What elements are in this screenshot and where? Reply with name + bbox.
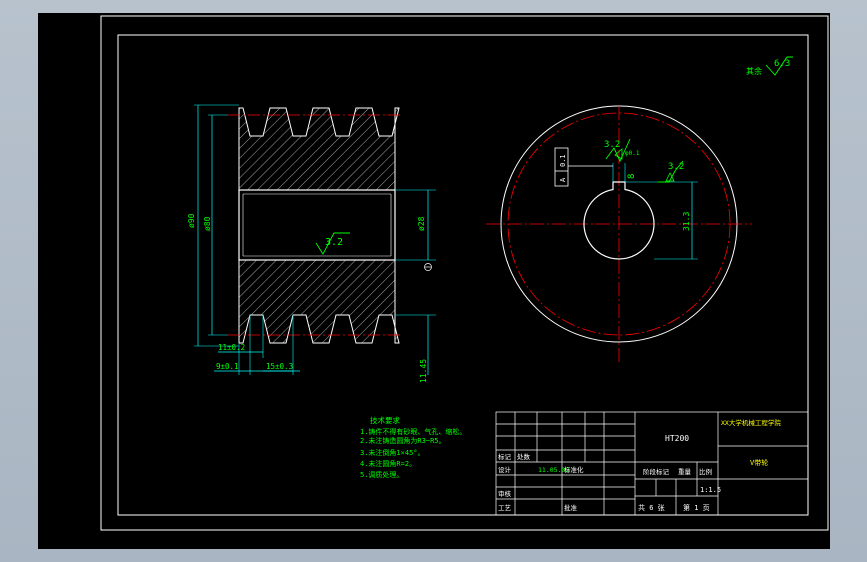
sheet-number-label: 第 1 页: [683, 503, 710, 512]
keyway-roughness-label: 3.2: [668, 162, 684, 172]
pulley-front-view: 31.3 8 0.1 A 3.2 φ0.1 3.2: [486, 105, 752, 363]
keyway-bore: [583, 181, 655, 260]
outer-frame: [100, 15, 829, 531]
title-block-text: HT200 XX大学机械工程学院 V带轮 1:1.5 标记 处数 设计 11.0…: [498, 418, 781, 512]
weight-label: 重量: [678, 468, 692, 476]
standardize-label: 标准化: [564, 465, 584, 474]
angle-tolerance-label: 0.1: [559, 154, 567, 167]
bore: [238, 189, 396, 261]
edge-offset-label: 9±0.1: [216, 362, 239, 371]
mark-label: 标记: [498, 452, 512, 461]
scale-label: 1:1.5: [700, 486, 721, 494]
stage-label: 阶段标记: [643, 467, 670, 476]
design-label: 设计: [498, 465, 512, 474]
key-side-roughness-label: 3.2: [604, 140, 620, 150]
tech-title: 技术要求: [370, 415, 400, 425]
outer-diameter-label: ø90: [187, 213, 196, 228]
remaining-roughness-value: 6.3: [774, 59, 790, 69]
inner-frame: [117, 34, 809, 516]
section-top-hatch: [238, 107, 400, 191]
part-name-label: V带轮: [750, 458, 768, 467]
engineering-drawing: ø90 ø80 ø28 11.45 3.2 11±0.2 9±0.1 15±0.…: [100, 15, 829, 531]
approve-label: 批准: [564, 503, 578, 512]
school-label: XX大学机械工程学院: [721, 418, 781, 427]
pitch-diameter-label: ø80: [203, 216, 212, 231]
process-label: 工艺: [498, 504, 512, 512]
tech-item-1: 1.铸件不得有砂眼、气孔、缩松。: [360, 427, 466, 436]
keyway-depth-label: 31.3: [682, 212, 691, 231]
keyway-width-label: 8: [627, 174, 637, 179]
groove-pitch-label: 15±0.3: [266, 362, 293, 371]
groove-depth-label: 11.45: [419, 359, 428, 383]
sheets-total-label: 共 6 张: [638, 503, 665, 512]
remaining-label: 其余: [746, 66, 762, 76]
quantity-label: 处数: [517, 452, 531, 461]
remaining-roughness: 其余 6.3: [746, 56, 793, 76]
bore-roughness-label: 3.2: [325, 237, 343, 248]
tech-item-3: 3.未注倒角1×45°。: [360, 448, 425, 457]
tech-requirements: 技术要求 1.铸件不得有砂眼、气孔、缩松。 2.未注铸造圆角为R3~R5。 3.…: [360, 415, 466, 479]
cad-viewport[interactable]: ø90 ø80 ø28 11.45 3.2 11±0.2 9±0.1 15±0.…: [38, 13, 830, 549]
review-label: 审核: [498, 489, 512, 498]
tech-item-5: 5.调质处理。: [360, 470, 403, 479]
ratio-label: 比例: [699, 467, 712, 476]
tech-item-2: 2.未注铸造圆角为R3~R5。: [360, 436, 446, 445]
material-label: HT200: [665, 434, 689, 443]
pulley-section-view: ø90 ø80 ø28 11.45 3.2 11±0.2 9±0.1 15±0.…: [187, 104, 436, 383]
title-block: [495, 411, 809, 516]
groove-width-label: 11±0.2: [218, 343, 245, 352]
date-label: 11.05.02: [538, 466, 569, 474]
bore-diameter-label: ø28: [417, 216, 426, 231]
svg-text:φ0.1: φ0.1: [625, 150, 640, 157]
section-bottom-hatch: [238, 259, 400, 344]
tech-item-4: 4.未注圆角R=2。: [360, 459, 416, 468]
datum-label: A: [559, 177, 567, 182]
